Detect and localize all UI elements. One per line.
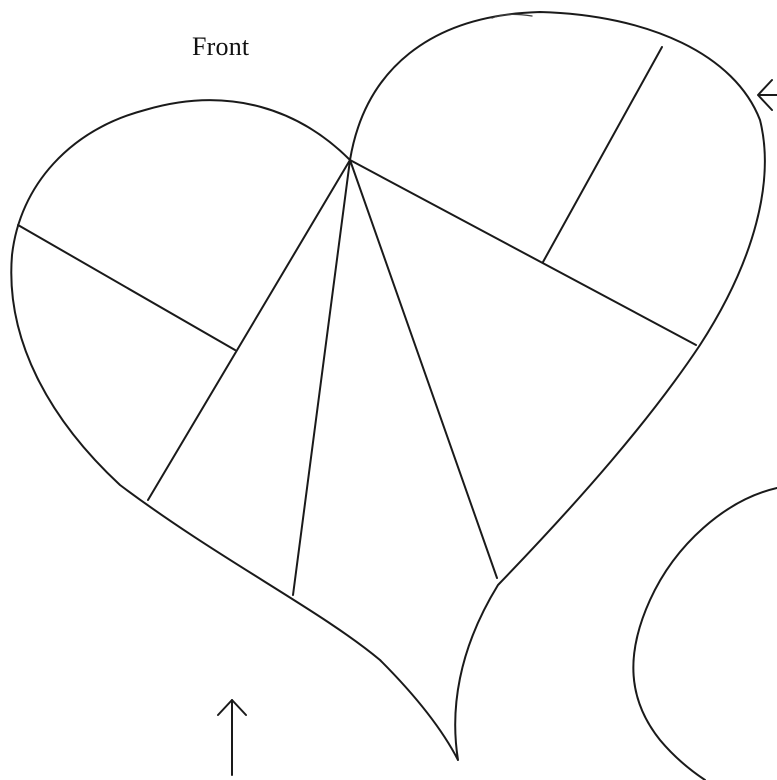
apex-left-line [147,159,351,501]
apex-center-left-line [292,159,351,596]
front-label: Front [192,32,250,61]
arrow-up-icon [217,699,247,776]
partial-heart-outline [632,487,777,780]
left-lobe-divider [17,224,236,351]
apex-to-right-edge [349,159,697,346]
scribble-mark [491,13,533,19]
right-lobe-divider [542,46,663,263]
apex-center-right-line [349,159,498,579]
arrow-left-icon [757,79,777,111]
heart-outline [10,11,766,761]
